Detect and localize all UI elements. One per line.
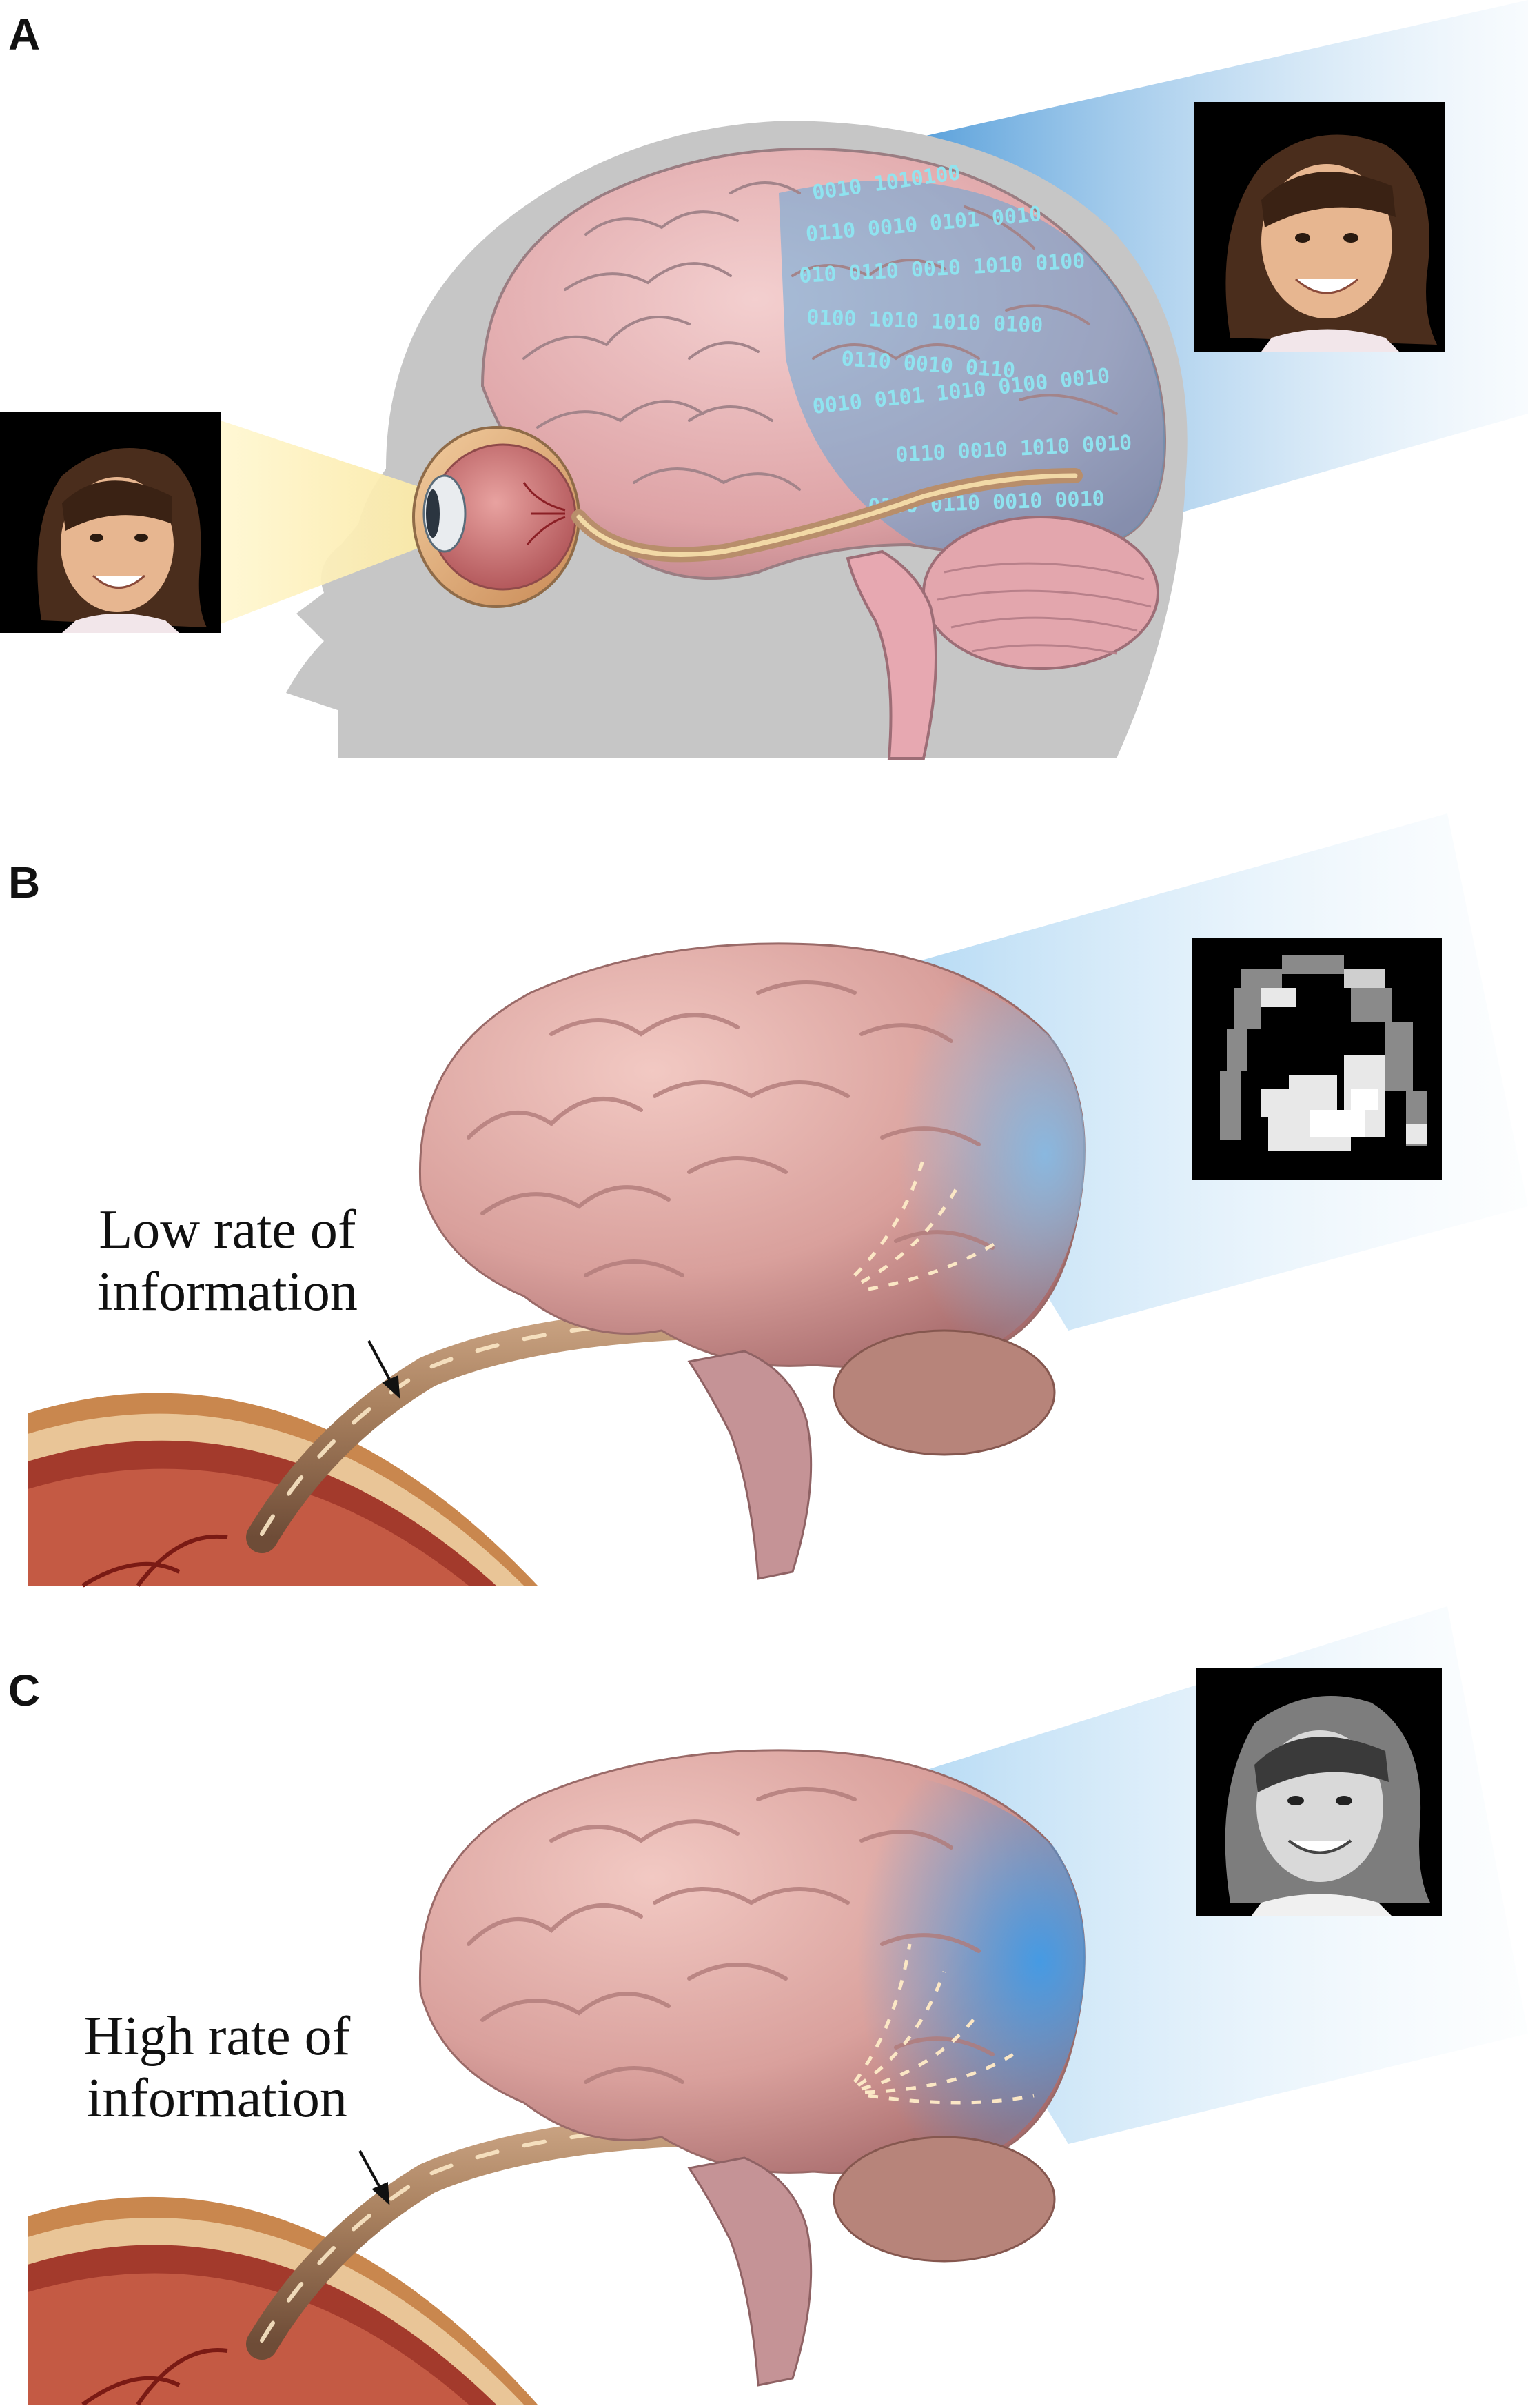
arrow-b — [367, 1340, 394, 1386]
brain-c-gyri — [467, 1787, 995, 2084]
cerebellum-c — [833, 2136, 1056, 2263]
caption-high-rate-line2: information — [87, 2067, 347, 2129]
brainstem-c — [687, 2156, 813, 2387]
caption-low-rate-line2: information — [97, 1261, 358, 1322]
output-pixel-face-high-res — [1196, 1668, 1442, 1916]
input-face-photo — [0, 412, 221, 633]
panel-letter-a: A — [8, 10, 41, 59]
cerebellum-b — [833, 1329, 1056, 1456]
caption-high-rate: High rate of information — [52, 2006, 383, 2129]
panel-letter-c: C — [8, 1666, 41, 1715]
output-face-photo — [1194, 102, 1445, 352]
brainstem-b — [687, 1350, 813, 1580]
arrow-c — [358, 2150, 384, 2193]
brainstem — [846, 549, 937, 760]
label-arrows — [358, 1340, 400, 2205]
brain-cerebrum — [480, 148, 1167, 580]
eye-diagram — [412, 426, 580, 608]
visual-cortex-region — [779, 181, 1165, 554]
neural-paths-c — [853, 1943, 1035, 2105]
panel-c — [28, 1606, 1528, 2407]
caption-low-rate-line1: Low rate of — [99, 1200, 356, 1260]
panel-b — [28, 813, 1528, 1588]
panel-a: 0010 1010100 0110 0010 0101 0010 010 011… — [0, 0, 1528, 760]
output-pixel-face-low-res — [1192, 938, 1442, 1180]
visual-cortex-c — [781, 1758, 1086, 2165]
brain-gyri — [522, 181, 1118, 491]
panel-a-input-beam — [221, 421, 427, 624]
visual-cortex-b — [817, 951, 1086, 1358]
brain-b-gyri — [467, 980, 995, 1277]
caption-high-rate-line1: High rate of — [83, 2006, 351, 2067]
cerebellum-folia — [937, 562, 1152, 655]
neural-paths-b — [853, 1157, 1001, 1291]
panel-letter-b: B — [8, 858, 41, 907]
caption-low-rate: Low rate of information — [69, 1200, 386, 1323]
